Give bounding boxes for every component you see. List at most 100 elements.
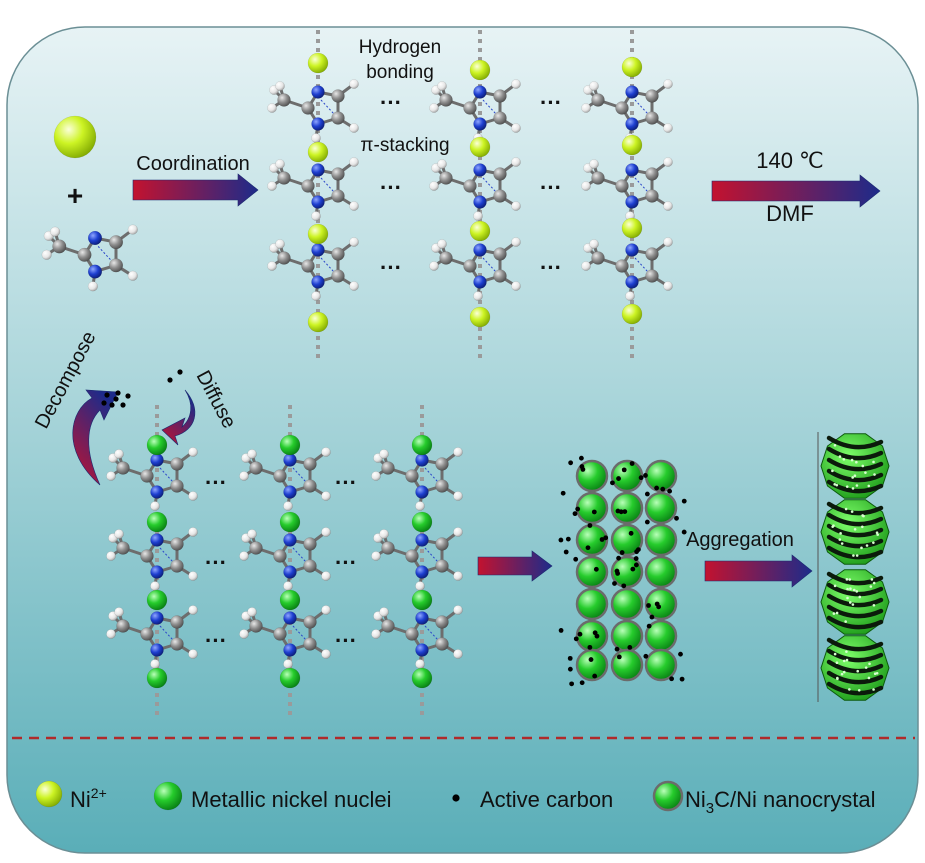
coordination-label: Coordination — [136, 153, 249, 175]
sparkle-dot — [872, 603, 876, 607]
sparkle-dot — [861, 464, 865, 468]
hbond-dots: ··· — [540, 90, 562, 115]
sparkle-dot — [873, 473, 876, 476]
sparkle-dot — [851, 487, 855, 490]
hbond-dots: ··· — [335, 628, 357, 653]
methylimidazole-molecule — [239, 447, 331, 511]
carbon-dot — [616, 654, 622, 660]
sparkle-dot — [855, 460, 858, 464]
hydrogen-atom — [275, 159, 285, 169]
ni-ion-ball — [469, 220, 491, 242]
carbon-stripe — [826, 457, 884, 472]
hydrogen-atom — [106, 629, 116, 639]
nitrogen-atom — [473, 85, 487, 99]
hydrogen-atom — [429, 261, 439, 271]
hydrogen-atom — [239, 551, 249, 561]
sparkle-dot — [861, 525, 864, 529]
aromatic-bond — [424, 467, 439, 483]
hydrogen-atom — [379, 449, 389, 459]
hydrogen-atom — [188, 605, 198, 615]
sparkle-dot — [864, 666, 868, 669]
carbon-dot — [669, 676, 674, 682]
carbon-dot — [573, 636, 579, 642]
carbon-atom — [140, 627, 154, 641]
carbon-dot — [585, 545, 591, 551]
carbon-dot — [614, 646, 620, 652]
sparkle-dot — [831, 469, 834, 473]
carbon-atom — [435, 559, 449, 573]
carbon-atom — [463, 101, 477, 115]
hydrogen-atom — [127, 270, 138, 281]
methylimidazole-molecule — [429, 79, 521, 143]
carbon-dot — [177, 369, 183, 375]
hydrogen-atom — [663, 201, 673, 211]
hydrogen-atom — [349, 123, 359, 133]
carbon-atom — [405, 627, 419, 641]
nitrogen-atom — [283, 453, 297, 467]
methylimidazole-molecule — [267, 79, 359, 143]
hydrogen-line2-label: bonding — [366, 62, 434, 83]
carbon-atom — [645, 189, 659, 203]
process-arrow — [704, 554, 813, 588]
carbon-atom — [463, 179, 477, 193]
carbon-atom — [170, 537, 184, 551]
aggregated-nanocrystal — [820, 499, 890, 565]
nanocrystal-ball — [575, 587, 609, 621]
process-arrow — [477, 550, 553, 582]
hydrogen-atom — [589, 239, 599, 249]
nitrogen-atom — [473, 117, 487, 131]
aromatic-bond — [634, 99, 649, 115]
carbon-dot — [113, 396, 119, 402]
nitrogen-atom — [625, 243, 639, 257]
carbon-atom — [439, 93, 453, 107]
hydrogen-atom — [429, 103, 439, 113]
hydrogen-atom — [283, 659, 293, 669]
methylimidazole-molecule — [371, 527, 463, 591]
sparkle-dot — [833, 584, 837, 588]
ni-ion-ball — [621, 134, 643, 156]
aromatic-bond — [292, 625, 307, 641]
carbon-atom — [591, 251, 605, 265]
hbond-dots: ··· — [540, 255, 562, 280]
sparkle-dot — [838, 538, 842, 541]
nanocrystal-ball — [610, 648, 644, 682]
crystal-shell — [820, 569, 890, 635]
nanocrystal-ball — [575, 555, 609, 589]
hydrogen-atom — [415, 659, 425, 669]
carbon-dot — [109, 402, 115, 408]
hydrogen-atom — [321, 571, 331, 581]
carbon-atom — [303, 479, 317, 493]
carbon-dot — [635, 547, 641, 552]
carbon-atom — [249, 619, 263, 633]
carbon-dot — [674, 515, 679, 521]
ni-ion-ball — [307, 311, 329, 333]
carbon-atom — [435, 615, 449, 629]
sparkle-dot — [848, 688, 851, 691]
sparkle-dot — [846, 587, 849, 591]
hydrogen-atom — [589, 159, 599, 169]
carbon-dot — [593, 566, 599, 572]
carbon-atom — [273, 549, 287, 563]
carbon-atom — [331, 269, 345, 283]
carbon-dot — [578, 455, 584, 461]
hydrogen-atom — [87, 281, 98, 292]
hydrogen-atom — [41, 249, 52, 260]
nitrogen-atom — [150, 565, 164, 579]
carbon-atom — [108, 258, 124, 273]
carbon-atom — [331, 89, 345, 103]
hydrogen-atom — [321, 447, 331, 457]
sparkle-dot — [867, 484, 871, 488]
carbon-atom — [381, 461, 395, 475]
sparkle-dot — [845, 578, 849, 581]
carbon-atom — [645, 89, 659, 103]
carbon-dot — [125, 393, 131, 399]
sparkle-dot — [839, 532, 842, 535]
hydrogen-atom — [50, 226, 61, 237]
sparkle-dot — [848, 578, 852, 581]
hydrogen-atom — [437, 239, 447, 249]
carbon-stripe — [826, 637, 884, 652]
nitrogen-atom — [150, 533, 164, 547]
background-panel — [6, 26, 919, 854]
carbon-atom — [493, 167, 507, 181]
sparkle-dot — [872, 581, 876, 585]
